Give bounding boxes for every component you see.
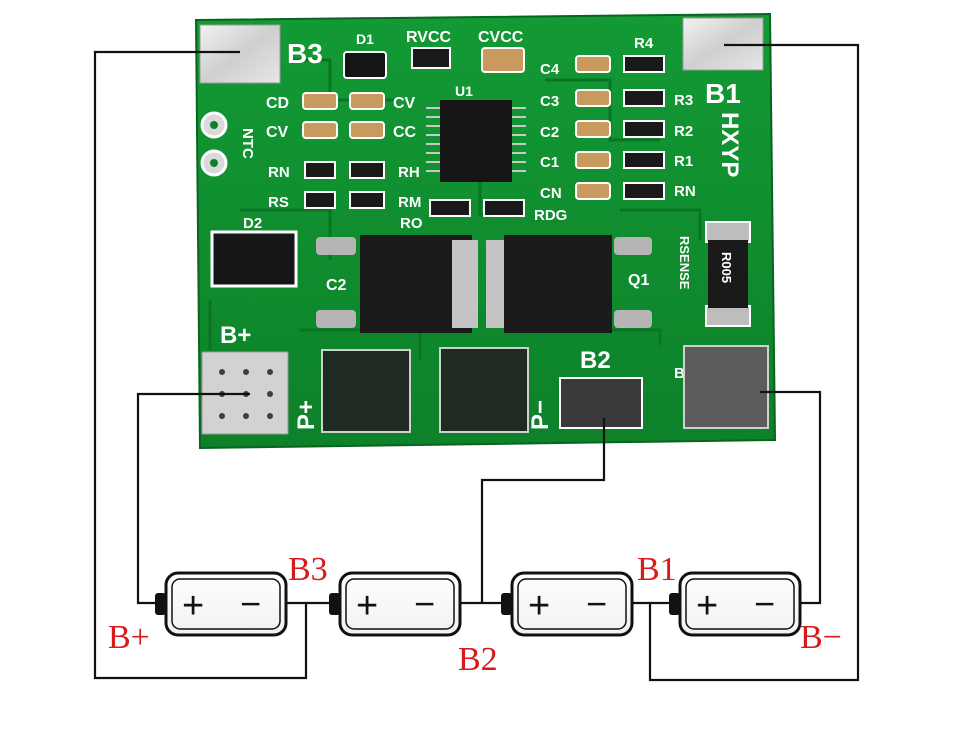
svg-text:−: −	[754, 583, 775, 624]
svg-text:RN: RN	[268, 164, 290, 181]
chip-u1: U1	[426, 83, 526, 182]
svg-text:−: −	[586, 583, 607, 624]
svg-text:−: −	[414, 583, 435, 624]
svg-text:CV: CV	[393, 95, 416, 112]
svg-text:+: +	[182, 585, 204, 627]
svg-text:R1: R1	[674, 153, 693, 170]
svg-text:D2: D2	[243, 215, 262, 232]
svg-text:RSENSE: RSENSE	[677, 236, 692, 290]
diode-d2	[210, 230, 298, 288]
battery-cell-2: + −	[329, 571, 462, 637]
svg-text:RH: RH	[398, 164, 420, 181]
svg-text:C1: C1	[540, 154, 559, 171]
silk-b3: B3	[287, 38, 323, 69]
silk-b2: B2	[580, 347, 611, 374]
svg-text:R005: R005	[719, 252, 734, 283]
wire-b1	[648, 43, 860, 682]
svg-text:+: +	[356, 585, 378, 627]
sense-resistor: R005 RSENSE	[677, 221, 751, 327]
svg-text:−: −	[240, 583, 261, 624]
left-passives: CD CV CV CC RN RH RS RM RO RDG	[266, 92, 567, 232]
svg-text:R2: R2	[674, 123, 693, 140]
pad-b3	[199, 24, 281, 84]
svg-text:RM: RM	[398, 194, 421, 211]
svg-text:RO: RO	[400, 215, 423, 232]
node-label-bminus: B−	[800, 619, 842, 656]
wire-bminus	[760, 390, 822, 605]
svg-text:P−: P−	[527, 400, 554, 430]
mosfet-left: C2	[316, 235, 478, 333]
svg-text:C2: C2	[326, 277, 347, 294]
silk-brand: HXYP	[716, 112, 743, 177]
pad-pplus	[321, 349, 411, 433]
battery-cell-4: + −	[669, 571, 802, 637]
svg-text:RN: RN	[674, 183, 696, 200]
pad-bminus	[683, 345, 769, 429]
svg-text:Q1: Q1	[628, 272, 649, 289]
svg-text:C3: C3	[540, 93, 559, 110]
svg-text:RDG: RDG	[534, 207, 567, 224]
svg-text:CVCC: CVCC	[478, 29, 524, 46]
svg-text:CN: CN	[540, 185, 562, 202]
svg-text:R3: R3	[674, 92, 693, 109]
svg-text:U1: U1	[455, 83, 473, 99]
pad-vias	[219, 369, 273, 419]
svg-text:NTC: NTC	[239, 128, 256, 159]
wires	[93, 43, 860, 682]
svg-text:CV: CV	[266, 124, 289, 141]
svg-text:C4: C4	[540, 61, 560, 78]
svg-text:RS: RS	[268, 194, 289, 211]
node-label-b1: B1	[637, 551, 677, 588]
pad-b2	[559, 377, 643, 429]
node-label-b2: B2	[458, 641, 498, 678]
svg-text:R4: R4	[634, 35, 654, 52]
wire-b3	[93, 50, 332, 680]
silk-bplus: B+	[220, 322, 251, 349]
wire-bplus	[136, 392, 250, 605]
svg-text:CD: CD	[266, 95, 289, 112]
silk-b1: B1	[705, 78, 741, 109]
right-passives: R4 C4 C3 C2 C1 CN R3 R2 R1 RN	[540, 35, 696, 202]
node-label-b3: B3	[288, 551, 328, 588]
battery-cell-3: + −	[501, 571, 634, 637]
svg-text:RVCC: RVCC	[406, 29, 451, 46]
bms-board: B3 B1 NTC D1 RVCC CVCC	[194, 12, 777, 450]
svg-text:+: +	[696, 585, 718, 627]
svg-text:+: +	[528, 585, 550, 627]
svg-text:CC: CC	[393, 124, 417, 141]
capacitor-cvcc	[481, 47, 525, 73]
svg-text:P+: P+	[293, 400, 320, 430]
battery-cell-1: + −	[155, 571, 288, 637]
wire-b2	[480, 418, 606, 603]
svg-text:D1: D1	[356, 31, 374, 47]
node-label-bplus: B+	[108, 619, 150, 656]
mosfet-right-q1: Q1	[486, 235, 652, 333]
diode-d1	[343, 51, 387, 79]
pad-middle	[439, 347, 529, 433]
resistor-rvcc	[411, 47, 451, 69]
svg-text:C2: C2	[540, 124, 559, 141]
ntc-connector: NTC	[200, 111, 256, 177]
